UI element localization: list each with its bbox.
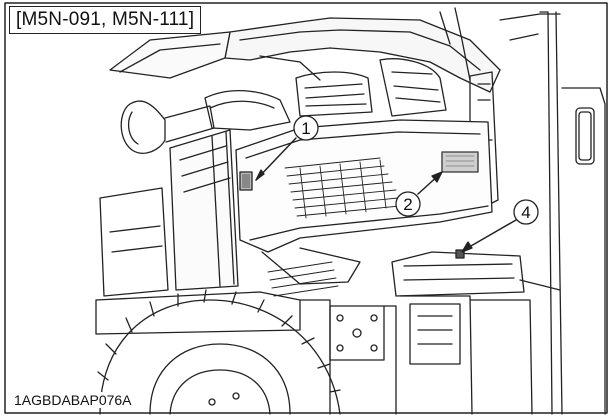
- callout-4-part: [455, 249, 465, 259]
- louvre-grille-lower: [267, 261, 339, 297]
- callout-1: 1: [239, 115, 319, 191]
- callout-2-part: [441, 151, 479, 173]
- side-panel: [235, 119, 493, 297]
- cab-frame: [499, 11, 606, 415]
- callout-4-number: 4: [521, 203, 530, 222]
- louvre-grille-upper: [284, 157, 401, 219]
- front-wheel: [97, 289, 341, 415]
- callout-2-number: 2: [403, 195, 412, 214]
- radiator-structure: [95, 129, 301, 335]
- lower-components: [299, 251, 533, 415]
- figure-code: 1AGBDABAP076A: [12, 392, 134, 408]
- callout-2: 2: [395, 151, 479, 217]
- figure-frame: [4, 2, 608, 414]
- callout-4: 4: [455, 199, 539, 259]
- callout-1-number: 1: [301, 119, 310, 138]
- raised-hood: [109, 7, 501, 93]
- model-label: [M5N-091, M5N-111]: [9, 6, 202, 34]
